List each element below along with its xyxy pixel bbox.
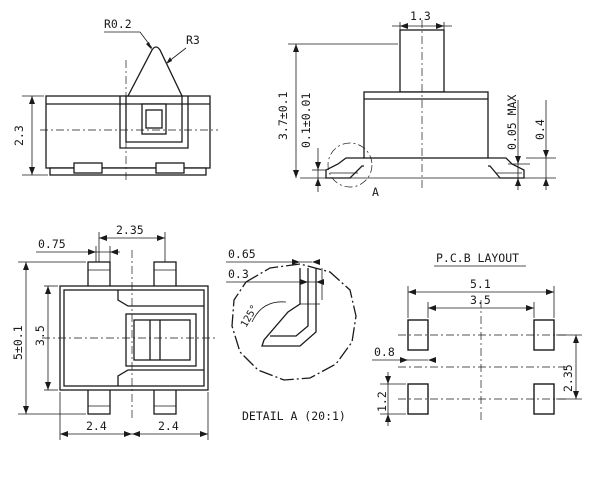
dim-3-5-left: 3.5	[33, 325, 47, 346]
bottom-left-view: 0.75 2.35 5±0.1 3.5 2.4 2.4	[11, 223, 216, 440]
pcb-dim-1-2: 1.2	[375, 391, 389, 412]
dim-height-3-7: 3.7±0.1	[276, 91, 290, 140]
top-left-view: R0.2 R3 2.3	[12, 17, 218, 180]
dim-r3: R3	[186, 33, 200, 47]
switch-base	[49, 167, 207, 176]
dim-0-4: 0.4	[533, 119, 547, 140]
dim-0-05-max: 0.05 MAX	[505, 95, 519, 150]
pcb-dim-3-5: 3.5	[470, 293, 491, 307]
detail-a-circle	[327, 142, 373, 188]
dim-2-4-left: 2.4	[86, 419, 107, 433]
dim-0-3: 0.3	[228, 267, 249, 281]
switch-body-side	[45, 95, 211, 169]
lead-left	[73, 162, 103, 174]
dim-0-75: 0.75	[38, 237, 66, 251]
lead-top-right	[153, 261, 177, 289]
dim-2-4-right: 2.4	[158, 419, 179, 433]
top-right-view: A 1.3 3.7±0.1 0.1±0.01 0.05 MAX 0.4	[276, 9, 556, 199]
actuator-housing	[119, 96, 189, 149]
lead-top-left	[87, 261, 111, 289]
angle-arc	[251, 301, 287, 323]
dim-angle-125: 125°	[239, 303, 261, 329]
dim-2-35-top: 2.35	[116, 223, 144, 237]
detail-ref-a: A	[372, 185, 379, 199]
side-body	[363, 91, 489, 159]
pcb-dim-5-1: 5.1	[470, 277, 491, 291]
pcb-layout-view: P.C.B LAYOUT 5.1 3.5 0.8	[372, 251, 582, 426]
lead-right	[155, 162, 185, 174]
dim-5: 5±0.1	[11, 325, 25, 360]
lead-bottom-right	[153, 387, 177, 415]
detail-boundary	[231, 263, 357, 381]
pcb-layout-title: P.C.B LAYOUT	[436, 251, 519, 265]
actuator-window	[125, 313, 197, 367]
pcb-dim-2-35: 2.35	[561, 364, 575, 392]
pcb-dim-0-8: 0.8	[374, 345, 395, 359]
dim-0-1: 0.1±0.01	[299, 93, 313, 148]
dim-0-65: 0.65	[228, 247, 256, 261]
lead-right-side	[488, 157, 525, 179]
detail-lead-profile	[261, 268, 317, 347]
lead-left-side	[325, 157, 364, 179]
lead-bottom-left	[87, 387, 111, 415]
dim-height-2-3: 2.3	[12, 125, 26, 146]
dim-width-1-3: 1.3	[410, 9, 431, 23]
detail-caption: DETAIL A (20:1)	[242, 409, 346, 423]
actuator-knob	[126, 46, 184, 97]
dim-r02: R0.2	[104, 17, 132, 31]
detail-a-view: 125° 0.65 0.3 DETAIL A (20:1)	[226, 247, 357, 423]
